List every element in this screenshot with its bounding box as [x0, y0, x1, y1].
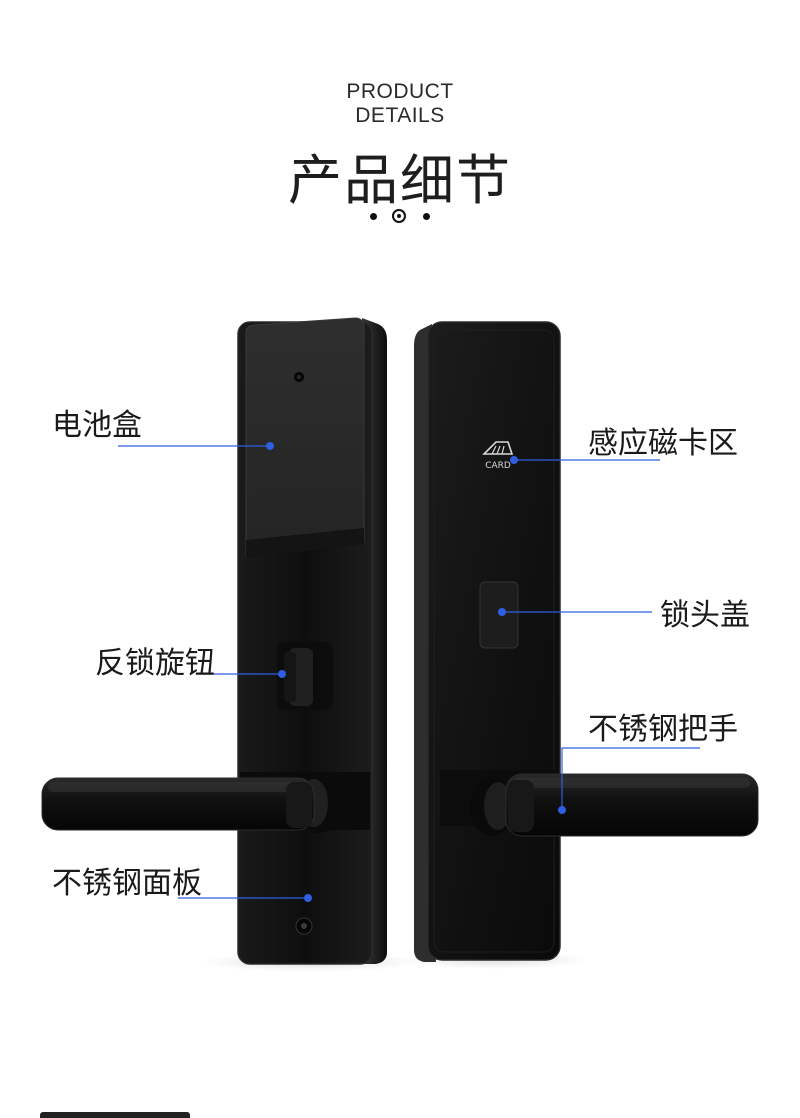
callout-battery-box: 电池盒	[52, 408, 142, 443]
card-logo-text: CARD	[485, 461, 511, 471]
callout-lock-cylinder-cover: 锁头盖	[660, 598, 750, 633]
left-lock-inner-panel	[237, 317, 387, 965]
right-lock-outer-panel: CARD	[414, 321, 561, 962]
left-lock-handle	[41, 773, 340, 833]
callout-stainless-handle: 不锈钢把手	[588, 712, 738, 747]
bottom-edge-bar	[40, 1112, 190, 1118]
right-lock-handle	[470, 773, 759, 837]
screw	[295, 917, 313, 935]
callout-stainless-panel: 不锈钢面板	[52, 866, 202, 901]
dot-icon	[423, 213, 430, 220]
callout-lines	[118, 442, 700, 902]
callout-anti-lock-knob: 反锁旋钮	[95, 646, 215, 681]
dot-icon	[370, 213, 377, 220]
callout-card-sensing-area: 感应磁卡区	[588, 426, 738, 461]
decorative-dots	[0, 208, 800, 228]
card-logo: CARD	[482, 441, 514, 471]
chinese-title: 产品细节	[288, 149, 512, 212]
english-title-line-2: DETAILS	[355, 104, 445, 127]
anti-lock-knob	[277, 642, 333, 710]
target-dot-icon	[392, 209, 406, 223]
english-title-line-1: PRODUCT	[346, 80, 454, 103]
